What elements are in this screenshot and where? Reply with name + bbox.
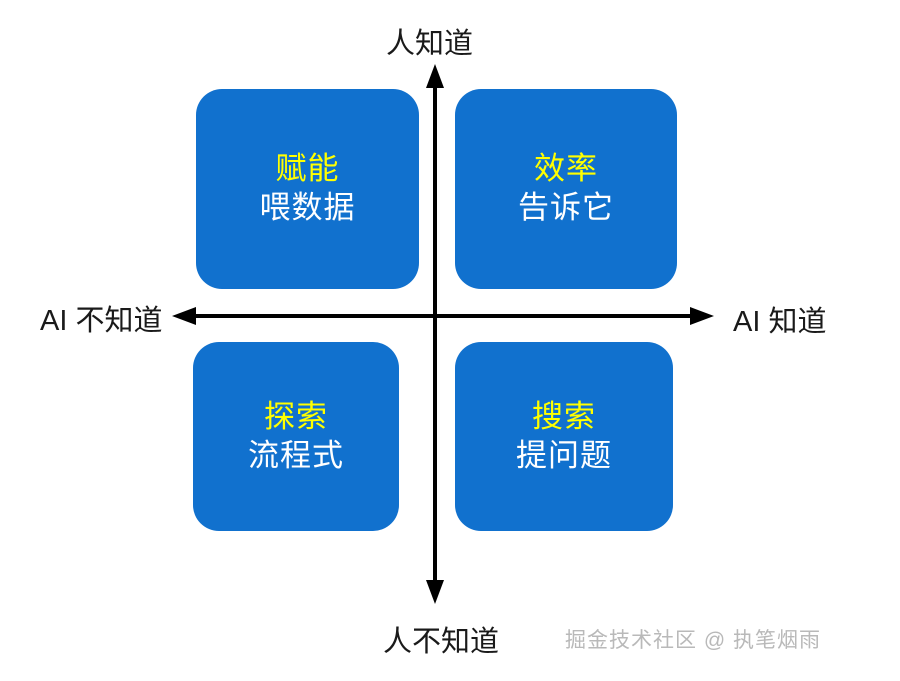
quadrant-bottom-right-title: 搜索 [532, 398, 596, 434]
quadrant-top-left[interactable]: 赋能 喂数据 [196, 89, 419, 289]
axis-label-bottom: 人不知道 [383, 626, 500, 658]
quadrant-bottom-left[interactable]: 探索 流程式 [193, 342, 399, 531]
axis-arrow-down [426, 580, 444, 604]
axis-label-left: AI 不知道 [40, 305, 163, 337]
quadrant-top-right[interactable]: 效率 告诉它 [455, 89, 677, 289]
quadrant-top-left-subtitle: 喂数据 [259, 190, 356, 225]
quadrant-top-right-subtitle: 告诉它 [518, 190, 614, 225]
axis-label-right: AI 知道 [733, 306, 827, 338]
quadrant-bottom-left-title: 探索 [264, 398, 328, 434]
quadrant-bottom-right[interactable]: 搜索 提问题 [455, 342, 673, 531]
watermark-text: 掘金技术社区 @ 执笔烟雨 [565, 629, 821, 652]
axis-arrow-up [426, 64, 444, 88]
axis-arrow-left [172, 307, 196, 325]
axis-arrow-right [690, 307, 714, 325]
axis-label-top: 人知道 [386, 28, 474, 60]
quadrant-bottom-left-subtitle: 流程式 [248, 437, 344, 473]
quadrant-bottom-right-subtitle: 提问题 [516, 437, 612, 473]
quadrant-top-left-title: 赋能 [275, 151, 340, 187]
quadrant-top-right-title: 效率 [534, 151, 598, 187]
